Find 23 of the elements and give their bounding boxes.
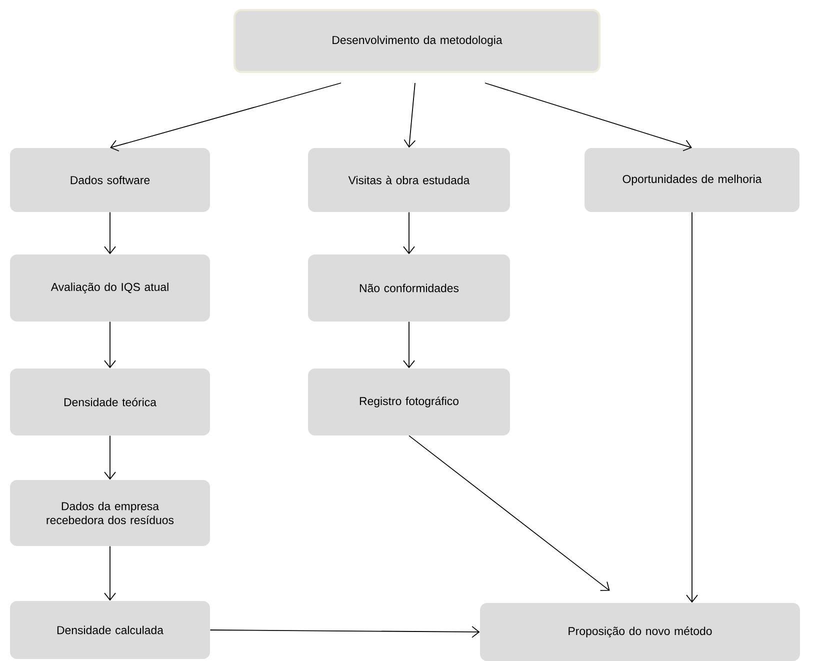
arrow — [104, 321, 116, 368]
process-box: Proposição do novo método — [480, 603, 800, 661]
process-box: Avaliação do IQS atual — [10, 254, 210, 322]
arrow — [484, 82, 692, 152]
arrow — [110, 82, 342, 152]
process-box: Registro fotográfico — [308, 368, 510, 436]
arrow — [408, 435, 610, 591]
process-box: Não conformidades — [308, 254, 510, 322]
process-box: Oportunidades de melhoria — [584, 148, 800, 212]
arrow — [403, 212, 415, 254]
arrow — [404, 82, 416, 148]
process-box: Densidade calculada — [10, 601, 210, 659]
arrow — [104, 435, 116, 480]
process-box: Densidade teórica — [10, 368, 210, 436]
process-box: Dados software — [10, 148, 210, 212]
process-box: Dados da empresa recebedora dos resíduos — [10, 480, 210, 546]
arrow — [210, 626, 480, 638]
arrow — [104, 546, 116, 601]
process-box: Visitas à obra estudada — [308, 148, 510, 212]
process-box: Desenvolvimento da metodologia — [234, 9, 600, 73]
arrow — [403, 321, 415, 368]
arrow — [104, 212, 116, 254]
arrow — [686, 212, 698, 603]
